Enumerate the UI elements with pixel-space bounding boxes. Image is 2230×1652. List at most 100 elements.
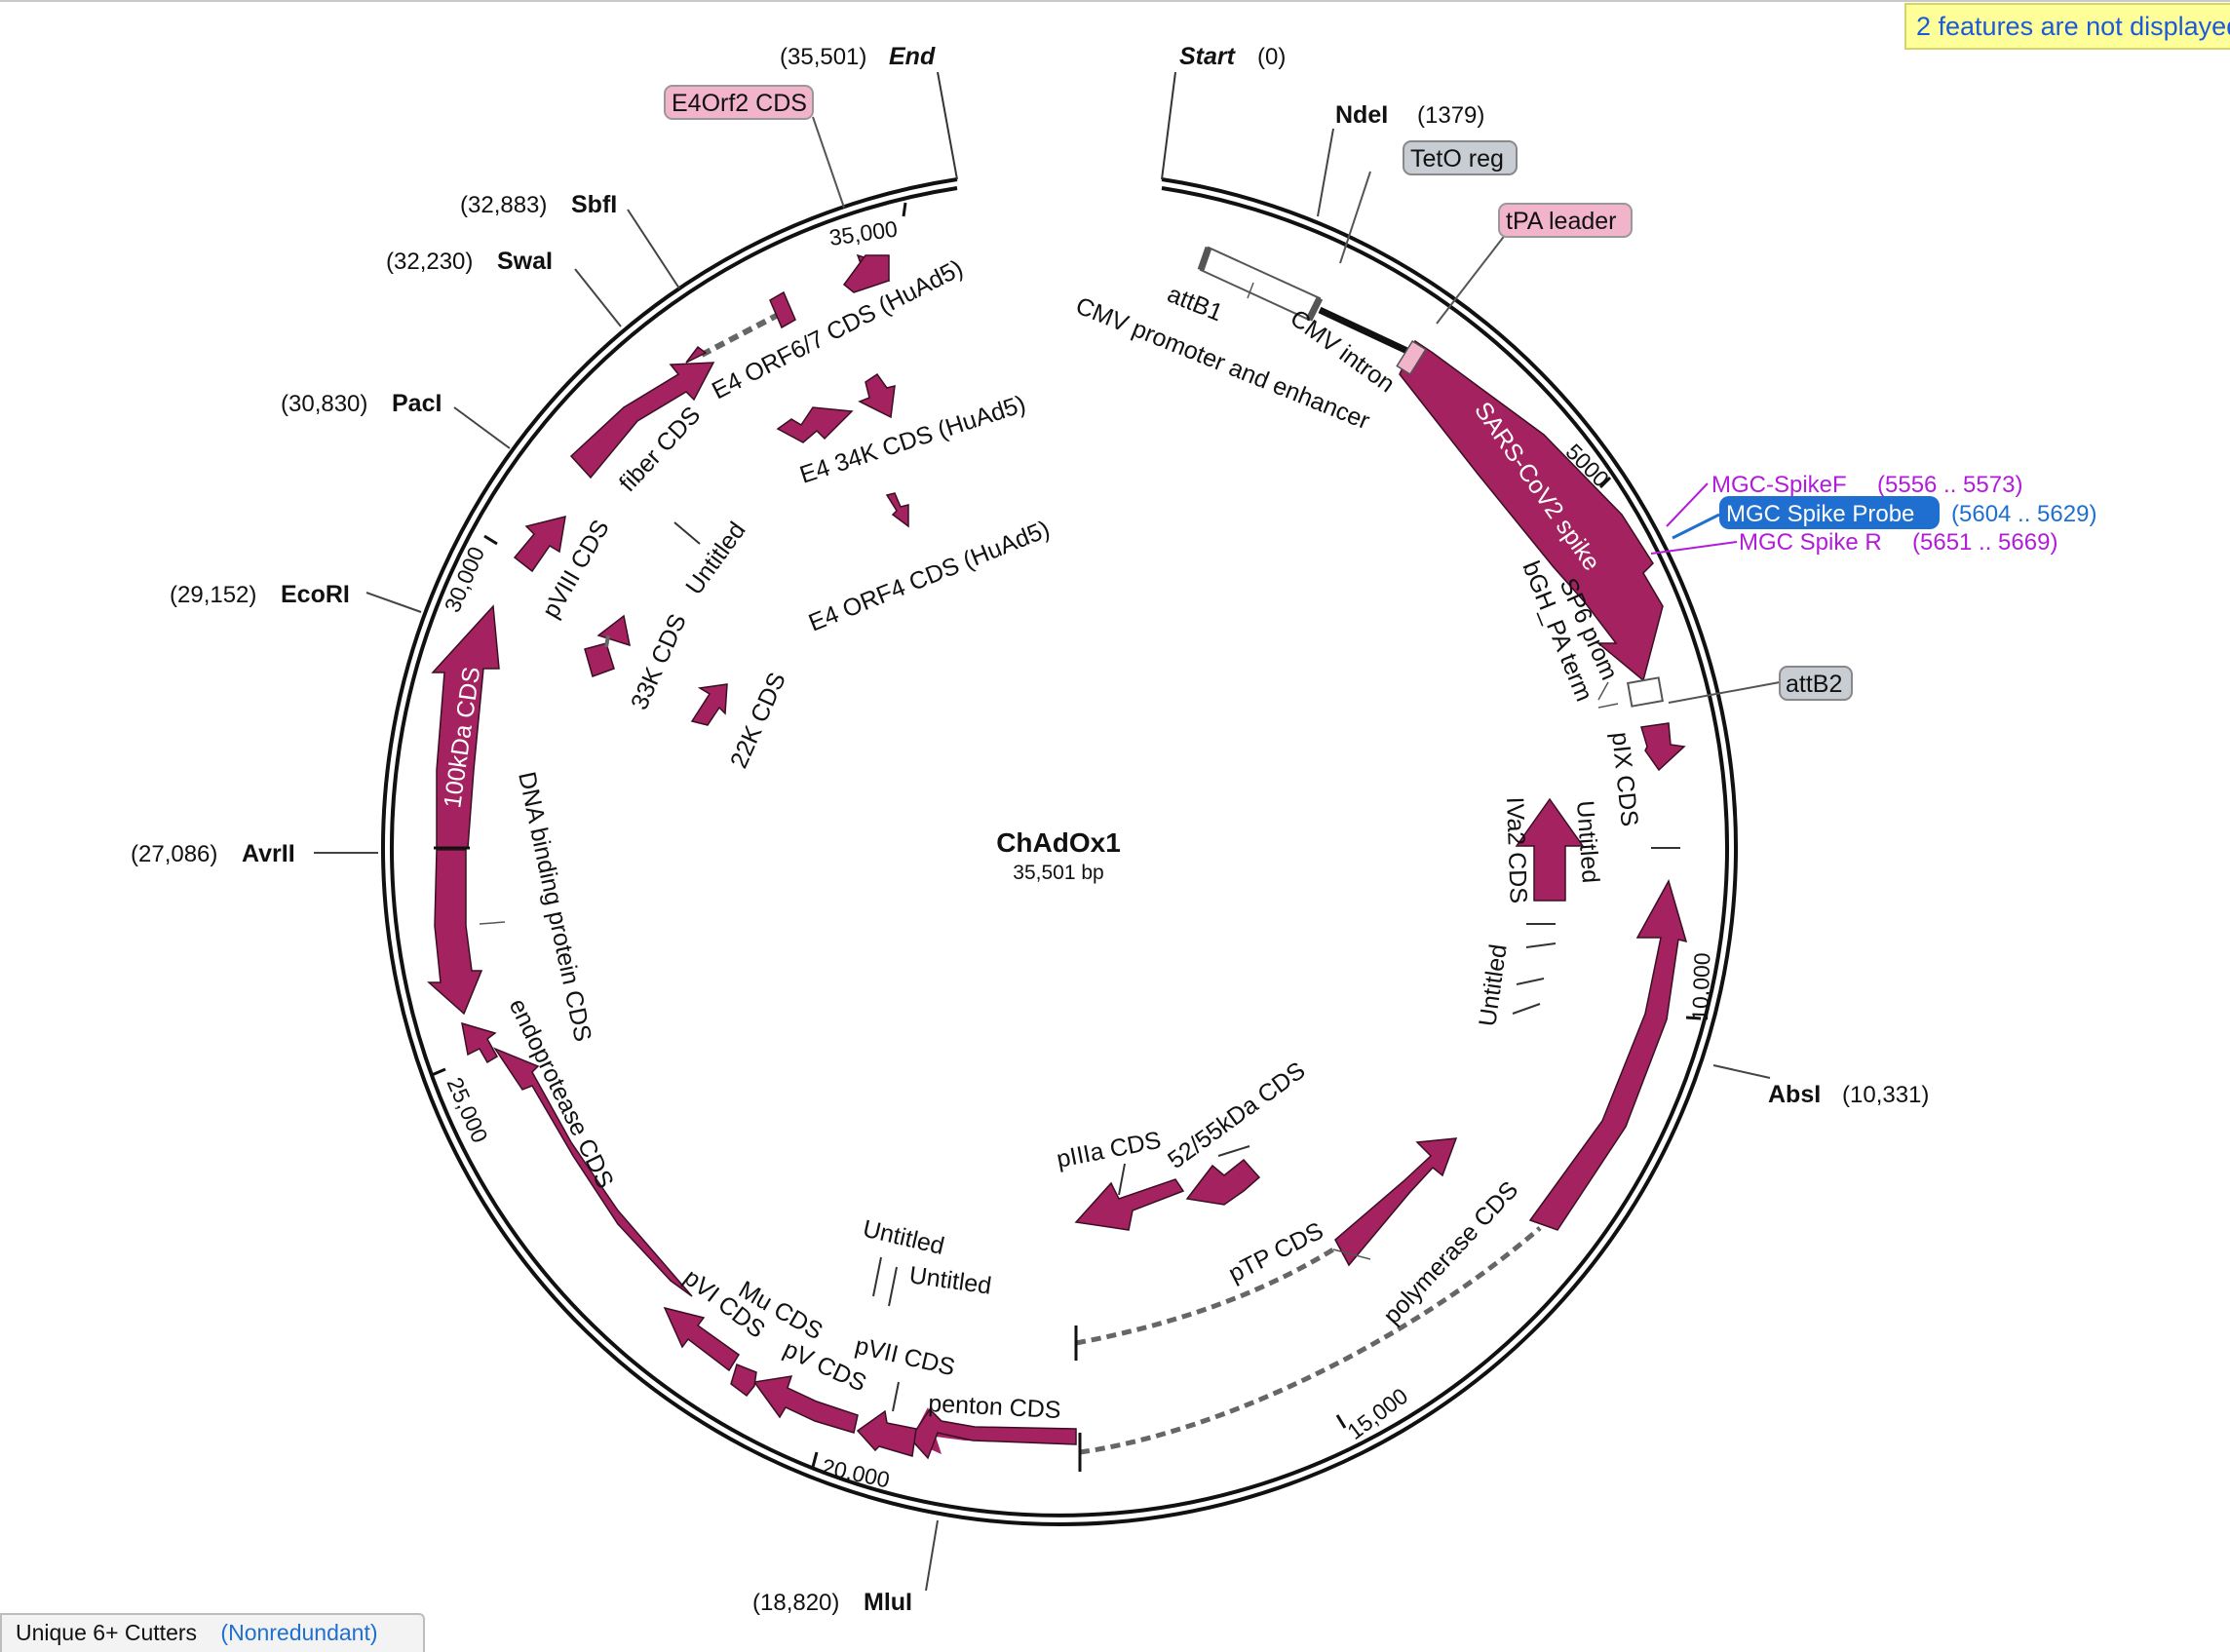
pvi-arrow [663, 1306, 741, 1372]
tpa-label: tPA leader [1506, 208, 1617, 235]
connector-ends [1074, 1325, 1082, 1472]
enzyme-sites [314, 128, 1771, 1592]
enzyme-sbfi[interactable]: (32,883) SbfI [460, 191, 617, 218]
e4-orf67-box [769, 290, 796, 329]
enzyme-pos: (27,086) [131, 841, 217, 867]
top-divider [0, 0, 2230, 2]
label-iva2: IVa2 CDS [1501, 796, 1532, 903]
pv-arrow [752, 1375, 859, 1434]
enzyme-pos: (29,152) [170, 582, 256, 608]
hidden-features-notice[interactable]: 2 features are not displayed [1904, 3, 2230, 50]
iva2-arrow [1515, 797, 1585, 902]
enzyme-name: PacI [392, 390, 442, 417]
enzyme-set-option[interactable]: (Nonredundant) [220, 1620, 378, 1645]
label-pix: pIX CDS [1606, 731, 1643, 828]
cmv-intron-line [1318, 306, 1413, 357]
label-ptp: pTP CDS [1224, 1217, 1327, 1288]
k22-arrow [690, 683, 728, 726]
e4-34k-arrow [776, 406, 854, 443]
enzyme-pos: (1379) [1417, 102, 1484, 129]
features[interactable] [427, 246, 1688, 1460]
enzyme-avrii[interactable]: (27,086) AvrII [131, 840, 295, 867]
enzyme-labels[interactable]: NdeI (1379) AbsI (10,331) (18,820) MluI … [131, 101, 1929, 1616]
probe-name: MGC Spike Probe [1726, 501, 1914, 527]
enzyme-ecori[interactable]: (29,152) EcoRI [170, 581, 350, 608]
enzyme-absi[interactable]: AbsI (10,331) [1768, 1081, 1929, 1108]
primer-name: MGC Spike R [1739, 529, 1882, 556]
start-label: Start [1179, 43, 1237, 70]
label-k33: 33K CDS [626, 610, 692, 714]
tick-label-25000: 25,000 [442, 1073, 492, 1146]
polymerase-arrow [1528, 879, 1688, 1231]
e4-small-arrow [858, 372, 896, 419]
e4-orf4-arrow [885, 492, 909, 528]
tick-label-35000: 35,000 [827, 215, 899, 250]
attb2-label: attB2 [1786, 671, 1842, 698]
enzyme-swai[interactable]: (32,230) SwaI [386, 248, 553, 275]
dashed-connectors [1075, 1226, 1542, 1455]
k100-arrow [431, 604, 500, 849]
dbp-arrow [427, 849, 483, 1016]
tick-label-10000: 10,000 [1687, 952, 1714, 1021]
plasmid-name: ChAdOx1 [996, 827, 1121, 858]
endoprotease-arrow [461, 1021, 499, 1064]
enzyme-set-selector[interactable]: Unique 6+ Cutters (Nonredundant) [0, 1613, 425, 1652]
enzyme-pos: (10,331) [1842, 1082, 1929, 1108]
enzyme-pos: (30,830) [281, 391, 367, 417]
enzyme-mlui[interactable]: (18,820) MluI [752, 1589, 912, 1616]
spike-arrow [1399, 339, 1664, 682]
end-label: End [889, 43, 936, 70]
probe-mgc-spike[interactable]: MGC Spike Probe (5604 .. 5629) [1719, 496, 2096, 529]
label-untitled-iva2: Untitled [1474, 942, 1513, 1028]
piiia-arrow [1074, 1178, 1185, 1231]
e4orf2-label: E4Orf2 CDS [672, 90, 807, 117]
enzyme-pos: (18,820) [752, 1590, 839, 1616]
e4orf2-box [664, 85, 814, 120]
e4orf2-arrow [842, 254, 890, 293]
map-center: ChAdOx1 35,501 bp [996, 827, 1121, 884]
enzyme-name: MluI [864, 1589, 912, 1616]
enzyme-paci[interactable]: (30,830) PacI [281, 390, 442, 417]
enzyme-name: AbsI [1768, 1081, 1821, 1108]
probe-highlight [1719, 496, 1940, 529]
label-attb1: attB1 [1164, 281, 1227, 327]
untitled-marks [673, 521, 1680, 1412]
primer-mgc-spikef[interactable]: MGC-SpikeF (5556 .. 5573) [1711, 472, 2022, 498]
label-piiia: pIIIa CDS [1055, 1127, 1164, 1173]
boxed-labels[interactable]: TetO reg tPA leader attB2 E4Orf2 CDS [664, 85, 1853, 704]
ptp-arrow [1334, 1137, 1458, 1267]
enzyme-name: SbfI [571, 191, 617, 218]
p52-arrow [1185, 1158, 1261, 1206]
end-marker: (35,501) End [780, 43, 958, 180]
label-untitled-right: Untitled [1571, 799, 1604, 884]
tick-marks [431, 202, 1702, 1468]
hexon-arrow [493, 1047, 693, 1297]
primer-mgc-spike-r[interactable]: MGC Spike R (5651 .. 5669) [1739, 529, 2057, 556]
penton-body [909, 1407, 1077, 1460]
enzyme-name: SwaI [497, 248, 553, 275]
pix-arrow [1640, 722, 1686, 772]
enzyme-ndei[interactable]: NdeI (1379) [1335, 101, 1484, 129]
label-leaders [479, 282, 1619, 1260]
label-untitled-a: Untitled [861, 1215, 947, 1260]
primer-range: (5556 .. 5573) [1877, 472, 2022, 498]
label-p52: 52/55kDa CDS [1163, 1057, 1310, 1174]
enzyme-pos: (32,230) [386, 249, 473, 275]
fiber-arrow [569, 362, 715, 480]
enzyme-name: AvrII [242, 840, 295, 867]
tick-label-20000: 20,000 [820, 1453, 892, 1492]
pvii-arrow [856, 1409, 917, 1457]
start-marker: Start (0) [1161, 43, 1286, 180]
enzyme-pos: (32,883) [460, 192, 547, 218]
mu-arrow [730, 1363, 757, 1398]
primer-annotations[interactable]: MGC-SpikeF (5556 .. 5573) MGC Spike Prob… [1650, 472, 2096, 556]
label-untitled-b: Untitled [907, 1261, 993, 1300]
label-untitled-left: Untitled [680, 517, 750, 599]
primer-range: (5651 .. 5669) [1912, 529, 2057, 556]
enzyme-set-label: Unique 6+ Cutters [16, 1620, 198, 1645]
start-pos: (0) [1257, 44, 1286, 70]
backbone [381, 177, 1738, 1527]
label-k22: 22K CDS [725, 669, 791, 773]
